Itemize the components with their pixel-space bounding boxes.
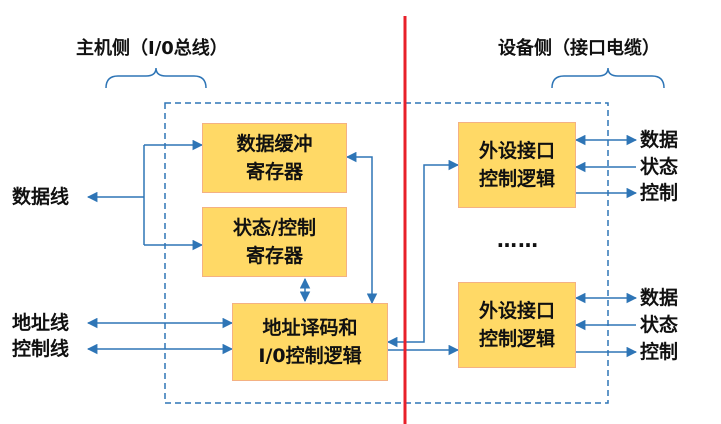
device2-label-line2: 控制逻辑 [478,328,555,350]
buffer-decode-link [345,151,378,305]
data-buffer-label-line1: 数据缓冲 [236,133,313,155]
control-line-label: 控制线 [12,338,70,360]
address-line-label: 地址线 [12,312,70,334]
device-side-title: 设备侧（接口电缆） [498,38,660,59]
more-devices-ellipsis: …… [497,228,539,252]
status-control-label-line2: 寄存器 [245,245,303,267]
device2-control-label: 控制 [640,341,679,363]
device-interface-logic-1: 外设接口 控制逻辑 [458,122,576,208]
device2-data-label: 数据 [640,287,679,309]
device2-label-line1: 外设接口 [478,300,555,322]
status-control-label-line1: 状态/控制 [233,217,316,239]
address-decode-io-logic: 地址译码和 I/0控制逻辑 [232,303,388,381]
host-side-title: 主机侧（I/0总线） [76,38,228,59]
device-interface-logic-2: 外设接口 控制逻辑 [458,282,576,368]
address-decode-label-line2: I/0控制逻辑 [258,345,362,367]
device1-label-line1: 外设接口 [478,140,555,162]
interface-boundary [164,102,609,404]
address-decode-label-line1: 地址译码和 [262,317,358,339]
data-buffer-label-line2: 寄存器 [245,161,303,183]
device1-control-label: 控制 [640,182,679,204]
data-buffer-register: 数据缓冲 寄存器 [202,123,347,193]
host-brace [105,67,207,89]
device1-status-label: 状态 [640,156,679,178]
status-control-register: 状态/控制 寄存器 [202,207,347,277]
device-brace [551,67,665,89]
decode-device1-link [386,159,460,348]
device1-label-line2: 控制逻辑 [478,168,555,190]
device2-status-label: 状态 [640,314,679,336]
device1-data-label: 数据 [640,129,679,151]
data-line-label: 数据线 [12,186,70,208]
